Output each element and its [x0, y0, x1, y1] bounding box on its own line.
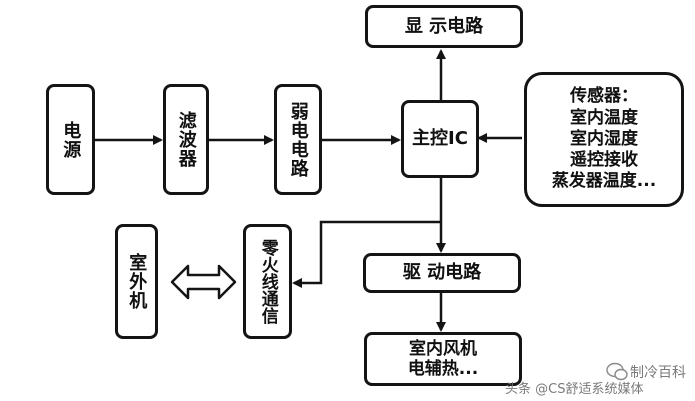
node-sensor: 传感器： 室内温度 室内湿度 遥控接收 蒸发器温度... — [524, 72, 684, 207]
node-outputs: 室内风机 电辅热... — [364, 332, 522, 386]
node-sensor-line: 遥控接收 — [570, 150, 638, 171]
node-main-ic-label: 主控IC — [412, 128, 468, 150]
watermark-bottom: 头条 @CS舒适系统媒体 — [505, 382, 644, 397]
node-drive-circuit: 驱 动电路 — [363, 253, 521, 293]
node-main-ic: 主控IC — [401, 100, 479, 178]
node-display-circuit-label: 显 示电路 — [404, 15, 484, 37]
double-arrow-outdoor-comm — [170, 264, 237, 300]
node-sensor-line: 室内湿度 — [570, 128, 638, 149]
node-drive-circuit-label: 驱 动电路 — [402, 262, 482, 284]
node-power: 电源 — [46, 84, 95, 195]
node-power-label: 电源 — [60, 120, 82, 159]
wechat-icon — [606, 362, 628, 381]
node-sensor-title: 传感器： — [570, 86, 638, 107]
node-weak-circuit: 弱电电路 — [274, 84, 322, 195]
node-filter-label: 滤波器 — [175, 111, 197, 168]
arrow-main-comm — [292, 220, 441, 288]
node-sensor-line: 蒸发器温度... — [551, 171, 657, 192]
node-outputs-line: 电辅热... — [407, 359, 479, 379]
node-outputs-line: 室内风机 — [409, 338, 477, 359]
watermark-top: 制冷百科 — [630, 365, 686, 381]
node-sensor-line: 室内温度 — [570, 107, 638, 128]
node-comm: 零火线通信 — [243, 224, 292, 339]
node-outdoor-unit: 室外机 — [115, 224, 158, 339]
node-weak-circuit-label: 弱电电路 — [287, 101, 309, 178]
node-comm-label: 零火线通信 — [257, 239, 278, 324]
node-outdoor-unit-label: 室外机 — [126, 253, 148, 310]
node-filter: 滤波器 — [163, 84, 209, 195]
node-display-circuit: 显 示电路 — [365, 5, 523, 48]
